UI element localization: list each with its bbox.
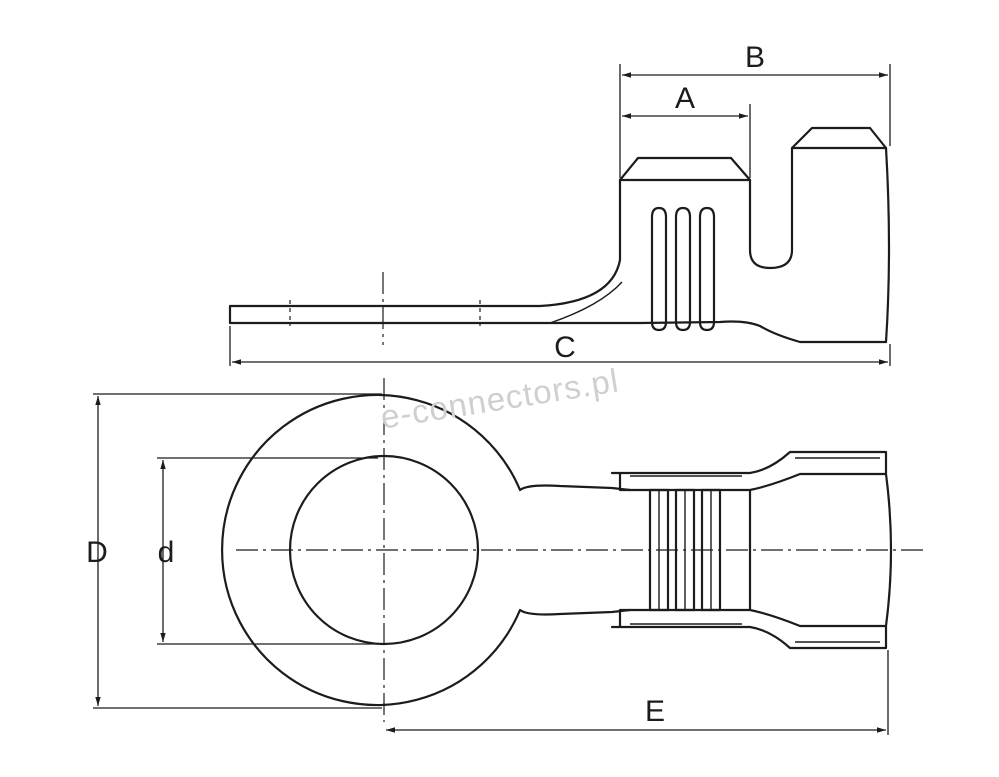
- top-barrel-body: [748, 472, 893, 628]
- watermark: e-connectors.pl: [378, 361, 621, 435]
- side-left-barrel: [618, 126, 888, 270]
- dimension-d-label: d: [158, 536, 175, 569]
- dimension-E-label: E: [645, 695, 665, 728]
- side-right-barrel: [638, 146, 891, 344]
- top-view: [220, 378, 925, 722]
- dimension-lines: [93, 64, 891, 735]
- dimension-B-label: B: [745, 41, 765, 74]
- side-view: [228, 126, 891, 345]
- dimension-D-label: D: [86, 536, 108, 569]
- dimension-A-label: A: [675, 82, 695, 115]
- side-crimp-grooves: [650, 206, 716, 332]
- side-tongue-bend: [549, 281, 623, 324]
- dimension-C-label: C: [554, 331, 576, 364]
- ring-outline: [220, 393, 632, 707]
- side-tongue: [228, 178, 642, 325]
